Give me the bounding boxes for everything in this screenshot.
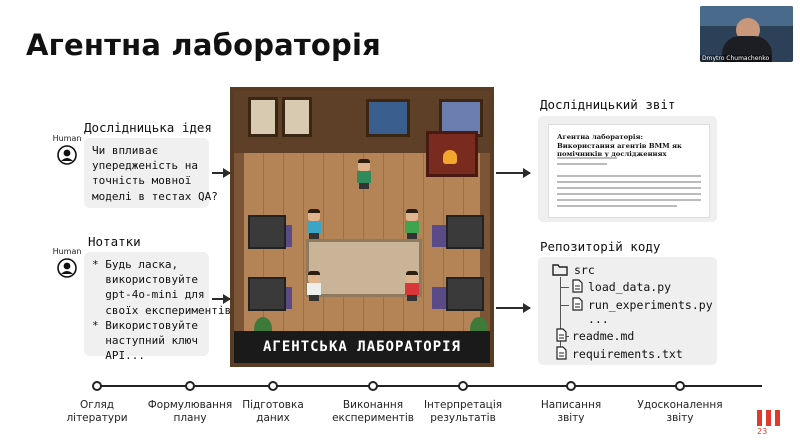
- user-icon: [57, 145, 77, 165]
- lab-banner: АГЕНТСЬКА ЛАБОРАТОРІЯ: [234, 331, 490, 363]
- more-files-ellipsis: ...: [588, 312, 609, 326]
- painting: [366, 99, 410, 137]
- folder-src: src: [574, 263, 595, 277]
- timeline-dot: [566, 381, 576, 391]
- step-data-preparation: Підготовка даних: [242, 399, 304, 424]
- agent-laboratory-illustration: АГЕНТСЬКА ЛАБОРАТОРІЯ: [230, 87, 494, 367]
- step-report-refinement: Удосконалення звіту: [637, 399, 723, 424]
- repo-label: Репозиторій коду: [540, 239, 661, 254]
- brand-logo-icon: [756, 410, 782, 438]
- step-results-interpretation: Інтерпретація результатів: [423, 399, 503, 424]
- notes-label: Нотатки: [88, 234, 141, 249]
- agent-character: [306, 209, 322, 239]
- file-icon: [572, 279, 583, 293]
- arrow-lab-to-repo: [496, 303, 531, 313]
- research-report: Агентна лабораторія: Використання агенті…: [538, 116, 717, 222]
- code-repository: src load_data.py run_experiments.py ... …: [538, 257, 717, 365]
- report-label: Дослідницький звіт: [540, 97, 676, 112]
- file-run-experiments: run_experiments.py: [588, 298, 713, 312]
- human-label: Human: [52, 134, 82, 143]
- timeline-dot: [368, 381, 378, 391]
- agent-character: [306, 271, 322, 301]
- step-plan-formulation: Формулювання плану: [147, 399, 233, 424]
- arrow-idea-to-lab: [212, 168, 231, 178]
- step-report-writing: Написання звіту: [540, 399, 602, 424]
- timeline-dot: [458, 381, 468, 391]
- speaker-name: Dmytro Chumachenko: [700, 55, 772, 62]
- file-icon: [556, 346, 567, 360]
- step-literature-review: Огляд літератури: [66, 399, 128, 424]
- human-2: Human: [52, 247, 82, 278]
- step-running-experiments: Виконання експериментів: [332, 399, 414, 424]
- human-1: Human: [52, 134, 82, 165]
- agent-character: [356, 159, 372, 189]
- research-idea-text: Чи впливає упередженість на точність мов…: [84, 138, 218, 208]
- page-number: 23: [757, 427, 768, 436]
- agent-character: [404, 271, 420, 301]
- agent-character: [404, 209, 420, 239]
- speaker-webcam: Dmytro Chumachenko: [700, 6, 793, 62]
- file-icon: [572, 297, 583, 311]
- timeline-dot: [185, 381, 195, 391]
- timeline-dot: [675, 381, 685, 391]
- arrow-lab-to-report: [496, 168, 531, 178]
- timeline-dot: [268, 381, 278, 391]
- workflow-timeline: [97, 385, 762, 387]
- file-icon: [556, 328, 567, 342]
- file-load-data: load_data.py: [588, 280, 672, 294]
- file-requirements: requirements.txt: [572, 347, 683, 361]
- arrow-notes-to-lab: [212, 294, 231, 304]
- fireplace: [426, 131, 478, 177]
- user-icon: [57, 258, 77, 278]
- report-document-title: Агентна лабораторія: Використання агенті…: [557, 133, 682, 159]
- rug: [306, 239, 422, 297]
- notes-text: * Будь ласка, використовуйте gpt-4o-mini…: [84, 252, 231, 362]
- report-document: Агентна лабораторія: Використання агенті…: [548, 124, 710, 218]
- human-label: Human: [52, 247, 82, 256]
- timeline-dot: [92, 381, 102, 391]
- research-idea-label: Дослідницька ідея: [84, 120, 212, 135]
- folder-icon: [552, 264, 568, 276]
- slide-title: Агентна лабораторія: [26, 28, 381, 62]
- file-readme: readme.md: [572, 329, 635, 343]
